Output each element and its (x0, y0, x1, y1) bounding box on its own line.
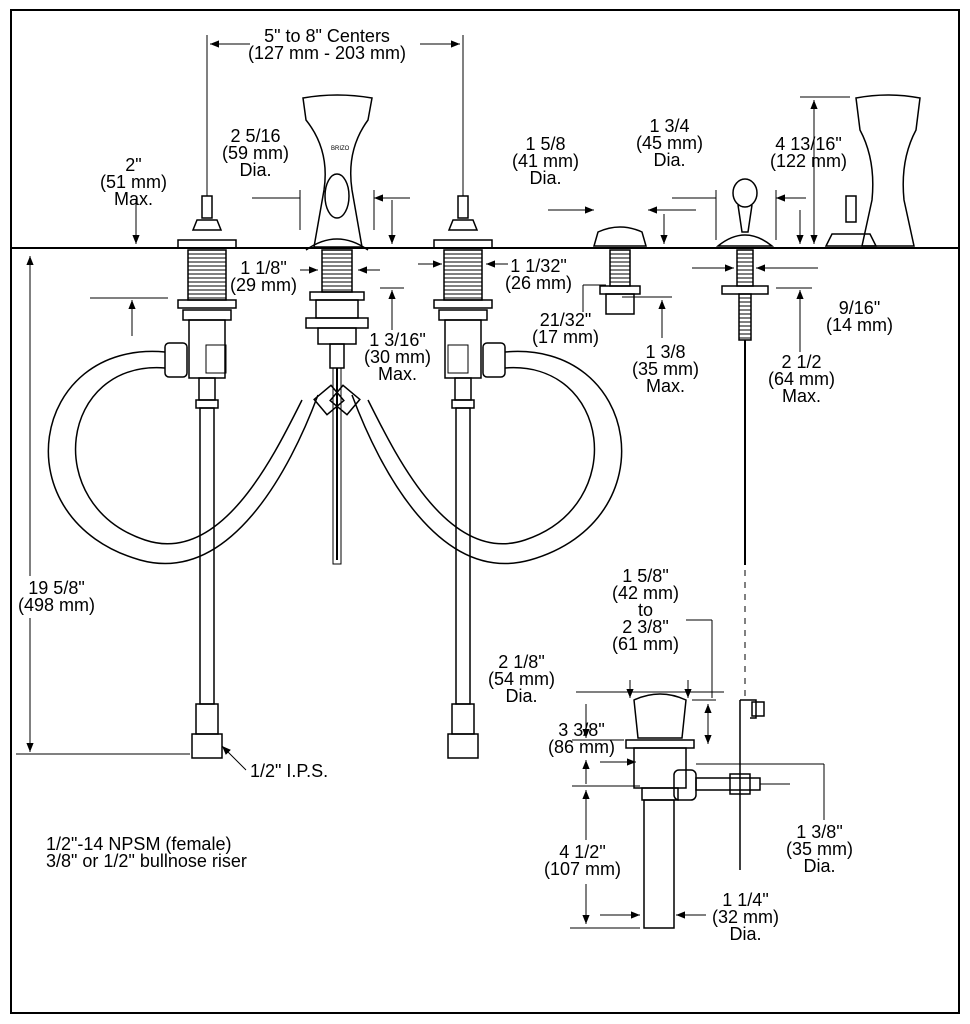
page-frame (10, 9, 960, 1014)
label-drain-flange: 2 1/8"(54 mm)Dia. (488, 652, 555, 706)
left-valve (164, 35, 237, 759)
pop-up-drain (625, 693, 765, 929)
label-escutcheon-dia: 1 5/8(41 mm)Dia. (512, 134, 579, 188)
label-drain-body: 3 3/8"(86 mm) (548, 720, 615, 757)
label-drain-tail: 4 1/2"(107 mm) (544, 842, 622, 879)
lift-rod-part (715, 178, 775, 700)
handle-part (824, 94, 921, 247)
label-lift-max: 2 1/2(64 mm)Max. (768, 352, 835, 406)
label-valve-max: 2"(51 mm)Max. (100, 155, 167, 209)
label-riser-length: 19 5/8"(498 mm) (18, 578, 96, 615)
dimension-lines (16, 40, 850, 929)
label-spout-base-dia: 2 5/16(59 mm)Dia. (222, 126, 289, 180)
spout (302, 94, 373, 565)
label-spout-thread: 1 3/16"(30 mm)Max. (364, 330, 431, 384)
escutcheon-part (593, 226, 647, 315)
label-escutcheon-shank: 21/32"(17 mm) (532, 310, 599, 347)
label-drain-pivot: 1 3/8"(35 mm)Dia. (786, 822, 853, 876)
label-lift-shank: 9/16"(14 mm) (826, 298, 893, 335)
label-lift-dia: 1 3/4(45 mm)Dia. (636, 116, 703, 170)
spout-brand-marking: BRIZO (331, 146, 350, 152)
label-escutcheon-max: 1 3/8(35 mm)Max. (632, 342, 699, 396)
label-tailpiece: 1 1/4"(32 mm)Dia. (712, 890, 779, 944)
label-spout-shank: 1 1/8"(29 mm) (230, 258, 297, 295)
supply-hoses (47, 350, 623, 565)
label-valve-shank: 1 1/32"(26 mm) (505, 256, 572, 293)
label-ips: 1/2" I.P.S. (250, 761, 329, 781)
label-handle-height: 4 13/16"(122 mm) (770, 134, 848, 171)
label-npsm: 1/2"-14 NPSM (female)3/8" or 1/2" bullno… (46, 834, 247, 871)
label-centers: 5" to 8" Centers(127 mm - 203 mm) (248, 26, 407, 63)
right-valve (433, 35, 506, 759)
